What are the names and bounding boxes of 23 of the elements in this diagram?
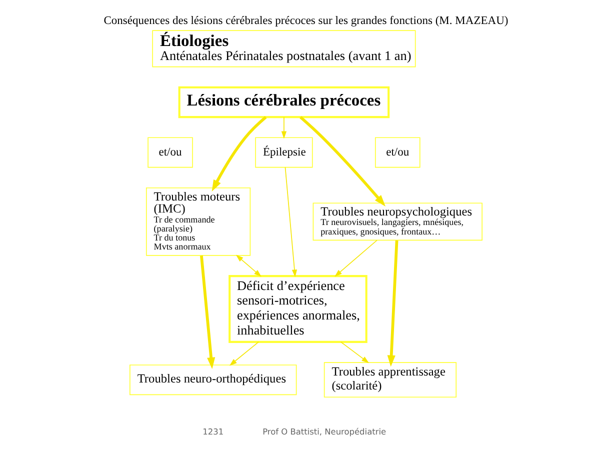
node-box: Épilepsie	[254, 137, 312, 168]
arrow	[280, 116, 286, 139]
node-box: et/ou	[374, 137, 420, 168]
arrow	[211, 116, 266, 192]
node-box: Troubles neuropsychologiques Tr neurovisuels, langagiers, mnésiques, praxiques, gnosiques, frontaux…	[312, 202, 482, 241]
diagram-title: Conséquences des lésions cérébrales précoces sur les grandes fonctions (M. MAZEAU)	[103, 15, 508, 28]
node-box: Étiologies Anténatales Périnatales postnatales (avant 1 an)	[152, 30, 416, 68]
label: 1231	[202, 426, 224, 437]
node-box: et/ou	[147, 137, 192, 168]
label: Prof O Battisti, Neuropédiatrie	[262, 426, 386, 437]
node-box: Troubles apprentissage (scolarité)	[323, 362, 456, 398]
arrow	[235, 254, 261, 277]
arrow	[334, 240, 377, 277]
node-box: Déficit d’expérience sensori-motrices, expériences anormales, inhabituelles	[228, 275, 367, 343]
arrow	[299, 116, 386, 206]
node-box: Troubles moteurs (IMC) Tr de commande (paralysie) Tr du tonus Mvts anormaux	[145, 187, 250, 256]
arrow	[386, 240, 398, 367]
arrow	[200, 256, 215, 370]
arrow	[228, 342, 258, 366]
node-box: Troubles neuro-orthopédiques	[129, 364, 296, 396]
arrow	[340, 342, 369, 364]
arrow	[284, 166, 297, 278]
node-box: Lésions cérébrales précoces	[178, 86, 390, 118]
